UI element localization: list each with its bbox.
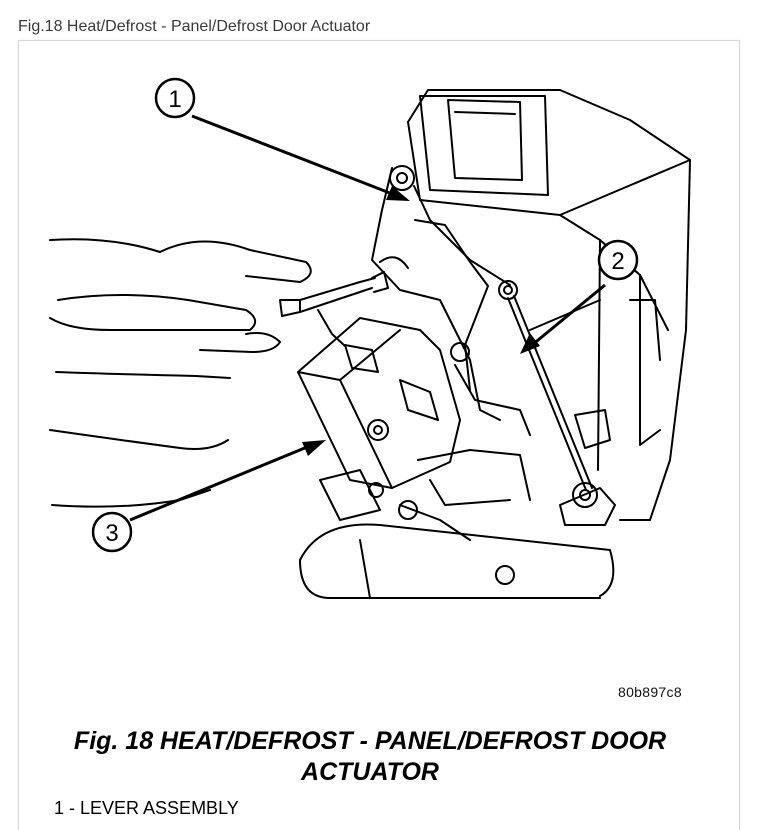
callout-3-label: 3 — [105, 520, 118, 547]
page-title: Fig.18 Heat/Defrost - Panel/Defrost Door… — [18, 18, 371, 35]
callout-2-circle — [597, 239, 639, 281]
callout-3-circle — [91, 511, 133, 553]
callout-1-label: 1 — [168, 86, 181, 113]
callout-circles — [91, 77, 639, 553]
linkage-rod — [507, 295, 616, 526]
figure-caption: Fig. 18 HEAT/DEFROST - PANEL/DEFROST DOO… — [73, 727, 667, 786]
lever-assembly — [371, 165, 531, 436]
actuator-body — [297, 317, 531, 521]
callout-1-circle — [154, 77, 196, 119]
callout-arrows — [129, 114, 606, 522]
lower-duct — [299, 479, 615, 599]
figure-frame — [18, 40, 740, 830]
callout-2-label: 2 — [611, 248, 624, 275]
legend-item-1: 1 - LEVER ASSEMBLY — [54, 798, 239, 818]
heater-housing — [407, 89, 691, 521]
hand-with-tool — [49, 238, 409, 508]
figure-code: 80b897c8 — [618, 684, 682, 700]
